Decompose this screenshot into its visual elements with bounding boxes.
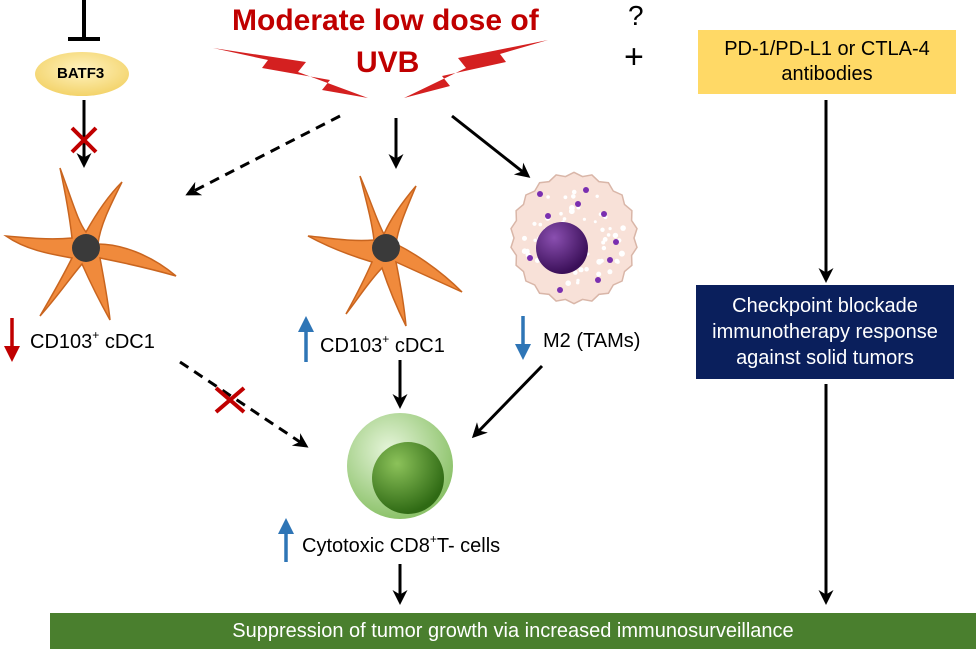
outcome-bar: Suppression of tumor growth via increase… (50, 613, 976, 649)
macrophage-speckle (608, 227, 612, 231)
macrophage-speckle (569, 205, 575, 211)
macrophage-cell (510, 171, 638, 305)
arrow-uvb-to-macrophage (451, 114, 531, 178)
macrophage-granule (527, 255, 533, 261)
macrophage-speckle (601, 245, 607, 251)
macrophage-speckle (596, 271, 602, 277)
macrophage-granule (595, 277, 601, 283)
middle-cdc1-sup: + (382, 332, 390, 346)
down-arrow-macrophage-icon (515, 316, 531, 360)
macrophage-granule (601, 211, 607, 217)
macrophage-speckle (546, 195, 550, 199)
lightning-bolt-left-icon (213, 48, 368, 98)
middle-cdc1-name: CD103 (320, 335, 383, 357)
macrophage-granule (607, 257, 613, 263)
tcell-sup: + (429, 532, 437, 546)
macrophage-granule (557, 287, 563, 293)
antibody-box: PD-1/PD-L1 or CTLA-4 antibodies (698, 30, 956, 94)
macrophage-granule (545, 213, 551, 219)
left-cdc1-name: CD103 (30, 331, 93, 353)
macrophage-speckle (565, 280, 571, 287)
macrophage-speckle (584, 266, 589, 272)
macrophage-speckle (576, 281, 580, 285)
macrophage-speckle (533, 238, 537, 242)
response-line3: against solid tumors (736, 347, 914, 369)
macrophage-granule (583, 187, 589, 193)
blocked-arrow-left-cdc1-to-tcell (179, 360, 309, 448)
left-cdc1-sup: + (92, 328, 100, 342)
arrow-uvb-to-left-cdc1 (185, 114, 341, 196)
macrophage-speckle (618, 250, 625, 257)
macrophage-speckle (573, 270, 578, 275)
question-mark: ? (628, 0, 644, 31)
macrophage-speckle (595, 194, 599, 198)
antibody-line1: PD-1/PD-L1 or CTLA-4 (724, 38, 930, 60)
macrophage-granule (537, 191, 543, 197)
macrophage-speckle (602, 237, 608, 242)
macrophage-speckle (522, 235, 527, 241)
left-cdc1-suffix: cDC1 (99, 331, 155, 353)
macrophage-speckle (571, 194, 576, 199)
cytotoxic-tcell (347, 413, 453, 519)
outcome-text: Suppression of tumor growth via increase… (232, 619, 794, 642)
macrophage-speckle (606, 233, 611, 237)
down-arrow-left-cdc1-icon (4, 318, 20, 362)
batf3-label: BATF3 (57, 65, 105, 82)
batf3-ellipse (35, 52, 129, 96)
blocked-arrow-batf3 (70, 100, 98, 168)
macrophage-speckle (607, 269, 613, 275)
arrow-macrophage-to-tcell (471, 364, 544, 439)
response-line1: Checkpoint blockade (732, 295, 918, 317)
up-arrow-tcell-icon (278, 518, 294, 562)
macrophage-speckle (571, 189, 577, 195)
macrophage-speckle (521, 248, 528, 254)
middle-cdc1-label: CD103+ cDC1 (320, 332, 445, 358)
tcell-prefix: Cytotoxic CD8 (302, 535, 430, 557)
dendritic-cell-middle (307, 175, 463, 327)
up-arrow-middle-cdc1-icon (298, 316, 314, 362)
macrophage-speckle (582, 217, 587, 221)
dendritic-cell-left (3, 167, 177, 321)
macrophage-speckle (578, 267, 584, 273)
tcell-suffix: T- cells (436, 535, 501, 557)
left-cdc1-label: CD103+ cDC1 (30, 328, 155, 354)
lightning-bolt-right-icon (404, 40, 548, 98)
title-line2: UVB (356, 46, 420, 79)
macrophage-speckle (562, 217, 567, 221)
macrophage-speckle (538, 222, 543, 227)
macrophage-speckle (599, 258, 604, 263)
plus-sign: + (624, 38, 644, 76)
macrophage-label: M2 (TAMs) (543, 330, 641, 352)
tcell-label: Cytotoxic CD8+T- cells (302, 532, 500, 558)
response-box: Checkpoint blockade immunotherapy respon… (696, 285, 954, 379)
macrophage-speckle (593, 220, 597, 224)
macrophage-speckle (616, 260, 620, 264)
macrophage-speckle (532, 221, 537, 226)
macrophage-speckle (600, 227, 605, 232)
macrophage-speckle (563, 195, 568, 200)
macrophage-speckle (614, 233, 618, 238)
title-line1: Moderate low dose of (232, 4, 539, 37)
middle-cdc1-suffix: cDC1 (389, 335, 445, 357)
macrophage-granule (613, 239, 619, 245)
macrophage-granule (575, 201, 581, 207)
macrophage-speckle (620, 225, 626, 231)
macrophage-speckle (559, 211, 563, 216)
antibody-line2: antibodies (781, 63, 873, 85)
response-line2: immunotherapy response (712, 321, 938, 343)
inhibition-symbol (68, 0, 100, 41)
